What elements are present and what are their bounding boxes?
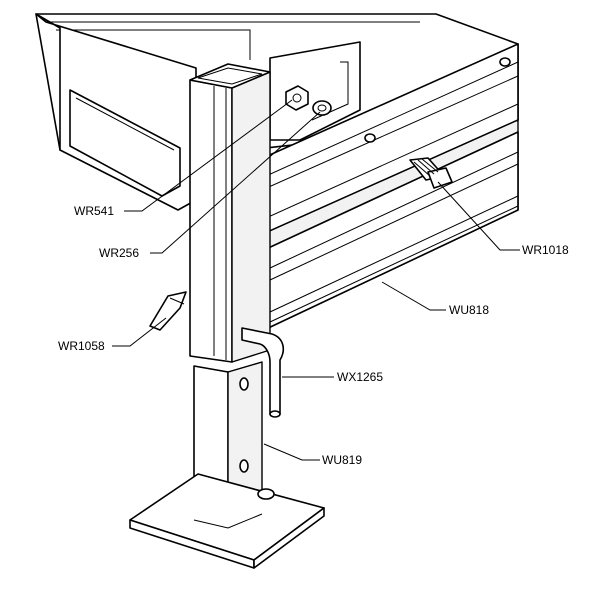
washer-wr256 — [312, 100, 332, 116]
label-wx1265: WX1265 — [337, 370, 383, 384]
label-wr541: WR541 — [74, 204, 114, 218]
jack-upper-tube — [189, 63, 271, 363]
label-wu819: WU819 — [322, 453, 362, 467]
label-wr1018: WR1018 — [522, 243, 569, 257]
frame-side-panel — [35, 13, 197, 211]
jack-foot-plate — [129, 473, 325, 569]
bolt-wr1018 — [409, 157, 453, 189]
clip-wr1058 — [149, 291, 187, 331]
label-wu818: WU818 — [449, 303, 489, 317]
pin-wx1265 — [241, 327, 285, 418]
nut-wr541 — [285, 85, 309, 111]
label-wr1058: WR1058 — [58, 339, 105, 353]
label-wr256: WR256 — [99, 246, 139, 260]
leader-lines — [112, 99, 520, 461]
